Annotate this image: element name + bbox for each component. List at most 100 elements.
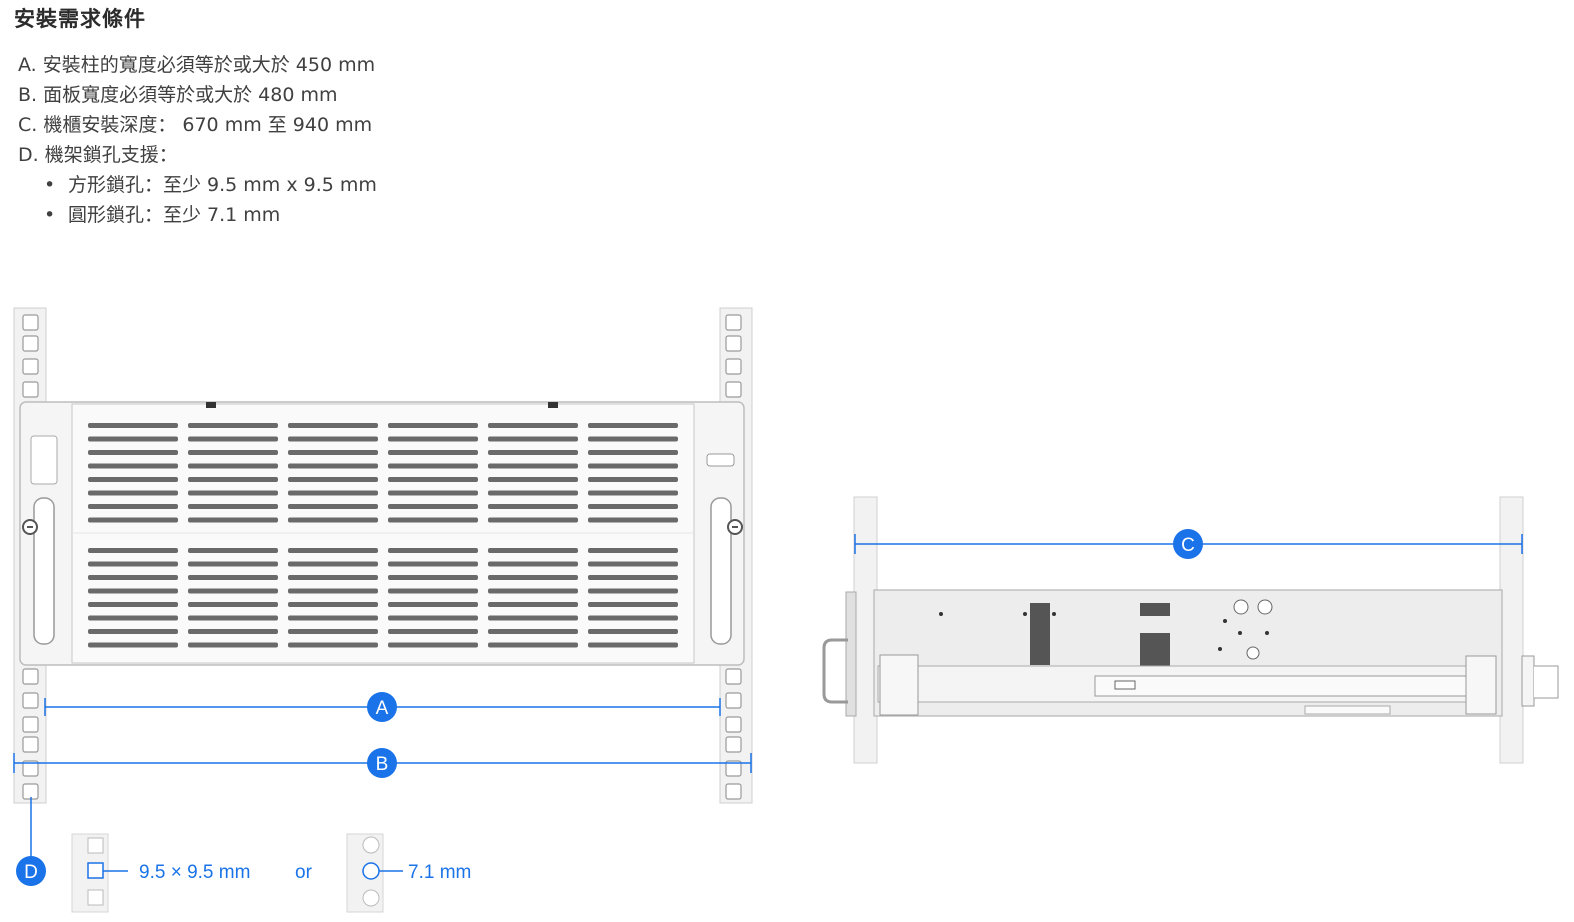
vent-slot <box>88 642 178 648</box>
vent-slot <box>288 490 378 496</box>
requirement-a: A. 安裝柱的寬度必須等於或大於 450 mm <box>18 54 376 76</box>
vent-slot <box>88 477 178 482</box>
vent-slot <box>288 588 378 594</box>
marker-b: B <box>376 754 389 775</box>
vent-slot <box>588 450 678 455</box>
vent-slot <box>188 463 278 469</box>
vent-slot <box>488 588 578 594</box>
vent-slot <box>188 602 278 607</box>
vent-slot <box>288 629 378 634</box>
round-hole-detail: 7.1 mm <box>346 833 471 913</box>
vent-slot <box>188 450 278 455</box>
vent-slot <box>488 561 578 567</box>
vent-slot <box>488 490 578 496</box>
vent-slot <box>588 548 678 553</box>
vent-slot <box>288 575 378 580</box>
vent-slot <box>88 504 178 509</box>
vent-slot <box>88 588 178 594</box>
hole-support-round-label: 圓形鎖孔：至少 7.1 mm <box>68 204 281 226</box>
requirements-list: A. 安裝柱的寬度必須等於或大於 450 mm B. 面板寬度必須等於或大於 4… <box>18 50 377 230</box>
vent-slot <box>488 423 578 428</box>
vent-slot <box>488 602 578 607</box>
vent-slot <box>488 615 578 621</box>
vent-slot <box>388 602 478 607</box>
vent-slot <box>588 561 678 567</box>
vent-slot <box>388 504 478 509</box>
vent-slot <box>588 517 678 523</box>
vent-slot <box>588 588 678 594</box>
vent-slot <box>288 436 378 442</box>
vent-slot <box>188 561 278 567</box>
marker-c: C <box>1181 535 1195 556</box>
vent-slot <box>188 504 278 509</box>
vent-slot <box>588 642 678 648</box>
vent-slot <box>188 629 278 634</box>
hole-support-list: • 方形鎖孔：至少 9.5 mm x 9.5 mm • 圓形鎖孔：至少 7.1 … <box>18 170 377 230</box>
vent-slot <box>388 423 478 428</box>
hole-support-round: • 圓形鎖孔：至少 7.1 mm <box>18 200 377 230</box>
vent-slot <box>588 575 678 580</box>
vent-slot <box>188 548 278 553</box>
dimension-b: B <box>13 748 752 778</box>
vent-slot <box>288 602 378 607</box>
vent-slot <box>488 504 578 509</box>
vent-slot <box>88 575 178 580</box>
vent-slot <box>388 463 478 469</box>
vent-slot <box>188 423 278 428</box>
hole-support-square: • 方形鎖孔：至少 9.5 mm x 9.5 mm <box>18 170 377 200</box>
square-hole-detail: 9.5 × 9.5 mm <box>71 833 250 913</box>
requirement-c: C. 機櫃安裝深度： 670 mm 至 940 mm <box>18 114 373 136</box>
vent-slot <box>288 548 378 553</box>
vent-slot <box>288 450 378 455</box>
vent-slot <box>88 450 178 455</box>
vent-slot <box>288 477 378 482</box>
vent-slot <box>588 490 678 496</box>
vent-slot <box>388 642 478 648</box>
vent-slot <box>388 477 478 482</box>
vent-slot <box>88 490 178 496</box>
vent-slot <box>88 629 178 634</box>
vent-slot <box>188 588 278 594</box>
vent-slot <box>188 490 278 496</box>
vent-slot <box>188 436 278 442</box>
vent-slot <box>88 423 178 428</box>
vent-slot <box>588 504 678 509</box>
vent-slot <box>488 463 578 469</box>
vent-slot <box>288 517 378 523</box>
vent-slot <box>588 615 678 621</box>
vent-slot <box>388 548 478 553</box>
vent-slot <box>188 642 278 648</box>
vent-slot <box>88 615 178 621</box>
vent-slot <box>588 629 678 634</box>
square-hole-label: 9.5 × 9.5 mm <box>139 862 250 883</box>
vent-slot <box>388 629 478 634</box>
vent-slot <box>488 642 578 648</box>
vent-slot <box>488 477 578 482</box>
vent-slot <box>88 463 178 469</box>
vent-slot <box>288 463 378 469</box>
round-hole-label: 7.1 mm <box>408 862 471 883</box>
vent-slot <box>588 423 678 428</box>
dimension-a: A <box>44 692 721 722</box>
vent-slot <box>88 602 178 607</box>
side-view <box>822 496 1559 764</box>
vent-slot <box>388 575 478 580</box>
list-bullet: • <box>44 204 56 226</box>
vent-slot <box>488 629 578 634</box>
hole-support-square-label: 方形鎖孔：至少 9.5 mm x 9.5 mm <box>68 174 377 196</box>
vent-slot <box>488 548 578 553</box>
vent-slot <box>388 450 478 455</box>
vent-slot <box>188 615 278 621</box>
vent-slot <box>388 615 478 621</box>
vent-slot <box>88 436 178 442</box>
vent-slot <box>388 517 478 523</box>
vent-slot <box>288 423 378 428</box>
requirement-b: B. 面板寬度必須等於或大於 480 mm <box>18 84 338 106</box>
vent-slot <box>488 575 578 580</box>
vent-slot <box>88 561 178 567</box>
marker-d-callout: D <box>16 797 46 886</box>
vent-slot <box>288 642 378 648</box>
vent-slot <box>288 615 378 621</box>
vent-slot <box>188 517 278 523</box>
